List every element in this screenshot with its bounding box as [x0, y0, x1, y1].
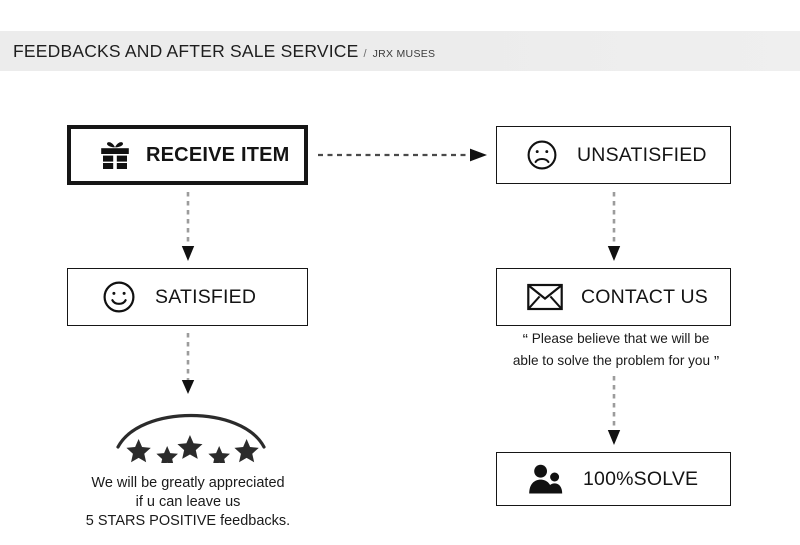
- envelope-icon: [527, 283, 563, 311]
- people-icon: [527, 463, 565, 495]
- flow-node-receive-item[interactable]: RECEIVE ITEM: [67, 125, 308, 185]
- flow-node-satisfied[interactable]: SATISFIED: [67, 268, 308, 326]
- star-icon: [156, 446, 178, 467]
- connector-satisfied-to-rating: [181, 333, 195, 395]
- flow-node-contact-us[interactable]: CONTACT US: [496, 268, 731, 326]
- star-icon: [177, 435, 203, 459]
- quote-text-line-1: Please believe that we will be: [531, 331, 710, 346]
- five-star-rating-graphic: [112, 399, 270, 467]
- gift-icon: [98, 138, 132, 172]
- feedback-note-line-2: if u can leave us: [135, 494, 241, 511]
- quote-close-mark: ”: [713, 354, 720, 372]
- flow-node-solve[interactable]: 100%SOLVE: [496, 452, 731, 506]
- star-icon: [208, 446, 230, 467]
- reassurance-quote: “ Please believe that we will be able to…: [496, 330, 736, 374]
- page-title: FEEDBACKS AND AFTER SALE SERVICE: [13, 40, 359, 61]
- star-icon: [234, 439, 259, 463]
- flow-node-unsatisfied[interactable]: UNSATISFIED: [496, 126, 731, 184]
- connector-unsatisfied-to-contact: [607, 192, 621, 262]
- star-icon: [126, 439, 151, 463]
- connector-receive-to-unsatisfied: [318, 148, 488, 162]
- connector-contact-to-solve: [607, 376, 621, 446]
- flow-node-label: 100%SOLVE: [583, 467, 699, 490]
- flow-node-label: SATISFIED: [155, 285, 257, 308]
- quote-open-mark: “: [522, 332, 528, 349]
- quote-line-2: able to solve the problem for you ”: [496, 352, 736, 374]
- sad-face-icon: [525, 138, 559, 172]
- header-separator: /: [363, 48, 367, 60]
- brand-name: JRX MUSES: [372, 48, 436, 60]
- quote-text-line-2: able to solve the problem for you: [512, 353, 711, 369]
- page-header-bar: FEEDBACKS AND AFTER SALE SERVICE / JRX M…: [0, 31, 800, 71]
- flow-node-label: RECEIVE ITEM: [146, 143, 290, 166]
- connector-receive-to-satisfied: [181, 192, 195, 262]
- flow-node-label: UNSATISFIED: [577, 143, 707, 166]
- feedback-note-line-1: We will be greatly appreciated: [91, 475, 285, 491]
- quote-line-1: “ Please believe that we will be: [496, 330, 736, 352]
- feedback-note-line-3: 5 STARS POSITIVE feedbacks.: [85, 513, 291, 530]
- feedback-request-note: We will be greatly appreciated if u can …: [60, 474, 316, 531]
- flow-node-label: CONTACT US: [581, 285, 708, 308]
- happy-face-icon: [101, 279, 137, 315]
